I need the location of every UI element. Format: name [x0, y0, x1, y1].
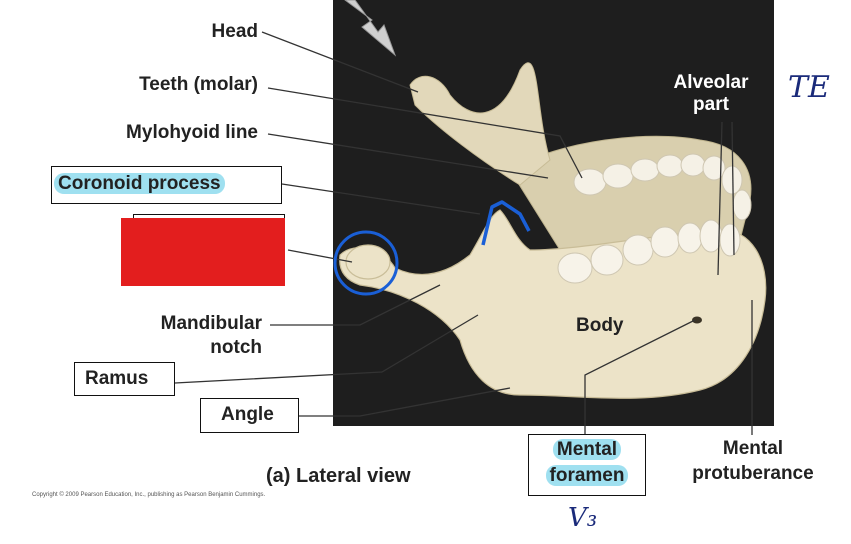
leader-lines — [174, 31, 753, 435]
label-coronoid-process: Coronoid process — [54, 173, 225, 194]
label-head: Head — [211, 21, 258, 42]
mental-foramen-box: Mental foramen — [528, 434, 646, 496]
figure-caption: (a) Lateral view — [266, 465, 411, 487]
label-mental-protuberance-2: protuberance — [692, 463, 814, 484]
pen-circle-condyle — [333, 230, 399, 296]
label-mental-protuberance-1: Mental — [722, 438, 784, 459]
label-mylohyoid-line: Mylohyoid line — [126, 122, 258, 143]
label-mental-foramen-1: Mental — [552, 439, 622, 460]
handwritten-te: TE — [788, 70, 830, 105]
pen-outline-coronoid — [481, 200, 531, 246]
label-body: Body — [576, 315, 624, 336]
handwritten-v3: V₃ — [568, 503, 598, 533]
copyright-text: Copyright © 2009 Pearson Education, Inc.… — [32, 492, 266, 498]
angle-box: Angle — [200, 398, 299, 433]
ramus-box: Ramus — [74, 362, 175, 396]
label-alveolar-part-1: Alveolar — [673, 72, 749, 93]
coronoid-process-box: Coronoid process — [51, 166, 282, 204]
label-alveolar-part-2: part — [693, 94, 729, 115]
label-angle: Angle — [221, 404, 274, 425]
label-mental-foramen-2: foramen — [545, 465, 629, 486]
label-mandibular-notch-2: notch — [210, 337, 262, 358]
label-ramus: Ramus — [85, 368, 149, 389]
label-teeth-molar: Teeth (molar) — [139, 74, 258, 95]
redaction-box — [121, 218, 285, 286]
label-mandibular-notch-1: Mandibular — [160, 313, 262, 334]
pointer-arrow-icon — [344, 0, 397, 57]
mandible-illustration — [339, 62, 767, 399]
